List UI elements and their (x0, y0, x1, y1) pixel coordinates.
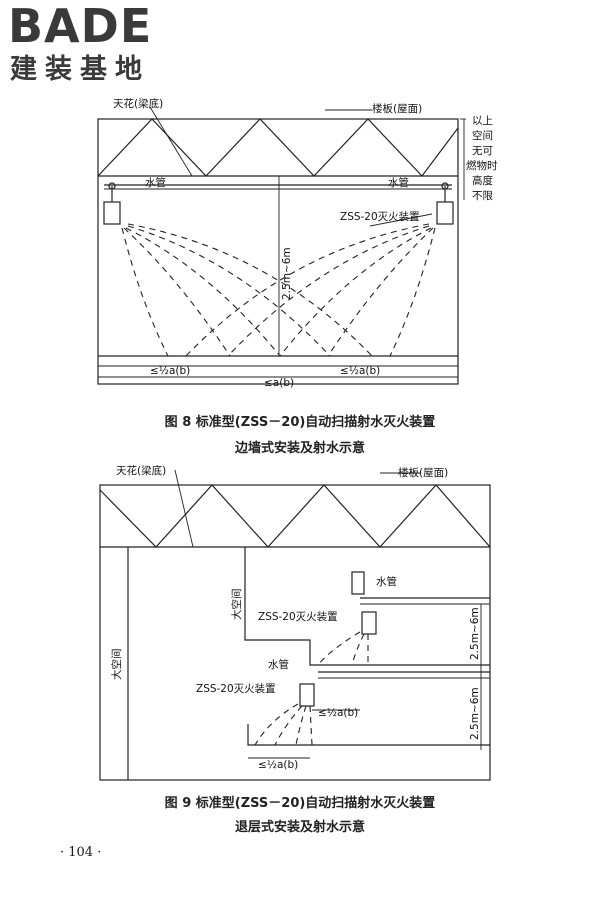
fig9-half-top-label: ≤½a(b) (318, 707, 358, 719)
fig8-spray-right-3 (279, 227, 432, 357)
fig9-slab-label: 楼板(屋面) (398, 466, 448, 479)
fig9-device-mid (299, 683, 315, 707)
fig9-spray-mid-1 (254, 703, 299, 746)
fig8-side-note-line: 空间 (472, 129, 493, 142)
logo-wordmark: BADE (8, 0, 153, 53)
fig9-truss (99, 484, 491, 548)
fig8-side-note-line: 不限 (472, 190, 493, 202)
fig8-height-label: 2.5m~6m (281, 247, 293, 300)
fig8-frame (97, 118, 459, 385)
fig8-spray-right-1 (389, 227, 436, 357)
fig9-ceiling-label: 天花(梁底) (116, 464, 166, 477)
fig9-pipe-top-label: 水管 (376, 575, 397, 588)
figure-8-drawing (97, 106, 466, 385)
fig9-height-top-label: 2.5m~6m (469, 607, 481, 660)
fig9-big-space-mid-label: 大空间 (230, 589, 243, 621)
fig8-side-note-line: 高度 (472, 174, 493, 187)
fig8-joint-right (441, 182, 449, 190)
fig9-spray-top-2 (351, 633, 365, 666)
fig8-spray-left-2 (123, 227, 231, 357)
logo-subtitle: 建装基地 (10, 54, 150, 85)
fig8-device-leader (369, 213, 433, 227)
fig9-step-upper (244, 547, 490, 666)
fig9-device-mid-label: ZSS-20灭火装置 (196, 682, 276, 695)
fig8-half-left-label: ≤½a(b) (150, 365, 190, 377)
fig9-big-space-left-label: 大空间 (110, 649, 123, 681)
fig8-truss (97, 118, 459, 177)
fig9-device-top (361, 611, 377, 635)
fig8-pipe-right-label: 水管 (388, 176, 409, 189)
fig8-half-right-label: ≤½a(b) (340, 365, 380, 377)
fig9-spray-mid-4 (309, 705, 313, 746)
fig9-pipe-mid-label: 水管 (268, 658, 289, 671)
fig8-ceiling-leader (149, 106, 193, 177)
fig8-side-note-line: 无可 (472, 145, 493, 157)
fig8-full-label: ≤a(b) (264, 377, 294, 389)
fig8-spray-left-5 (127, 223, 373, 357)
fig8-spray-right-5 (185, 223, 430, 357)
fig8-device-label: ZSS-20灭火装置 (340, 210, 420, 223)
fig8-spray-right-4 (227, 225, 430, 357)
fig8-side-note: 以上 空间 无可 燃物时 高度 不限 (466, 115, 498, 202)
page-number: · 104 · (60, 845, 102, 860)
fig9-caption-subtitle: 退层式安装及射水示意 (234, 820, 365, 835)
fig8-side-note-line: 以上 (472, 115, 493, 127)
fig8-spray-left-3 (125, 227, 281, 357)
fig9-ceiling-leader (174, 469, 194, 548)
fig9-step-lower (247, 724, 490, 746)
fig8-caption-title: 图 8 标准型(ZSS－20)自动扫描射水灭火装置 (164, 415, 436, 430)
figure-9-drawing (99, 469, 491, 781)
fig9-caption-title: 图 9 标准型(ZSS－20)自动扫描射水灭火装置 (164, 796, 436, 811)
fig9-spray-top-1 (317, 631, 361, 666)
fig8-side-note-line: 燃物时 (466, 159, 498, 172)
fig8-spray-left-1 (121, 227, 169, 357)
fig9-spray-mid-2 (274, 705, 303, 746)
fig8-pipe-left-label: 水管 (145, 176, 166, 189)
fig8-spray-left-4 (127, 225, 331, 357)
fig8-device-left (103, 201, 121, 225)
fig9-spray-mid-3 (295, 705, 307, 746)
fig9-height-bottom-label: 2.5m~6m (469, 687, 481, 740)
fig8-device-right (436, 201, 454, 225)
fig8-ceiling-label: 天花(梁底) (113, 97, 163, 110)
fig8-caption-subtitle: 边墙式安装及射水示意 (234, 441, 365, 456)
fig9-half-bottom-label: ≤½a(b) (258, 759, 298, 771)
fig8-spray-right-2 (327, 227, 434, 357)
fig9-pipe-top-stub (351, 571, 365, 595)
fig9-frame (99, 484, 491, 781)
brand-logo: BADE 建装基地 (8, 2, 178, 90)
fig9-device-top-label: ZSS-20灭火装置 (258, 610, 338, 623)
fig8-slab-label: 楼板(屋面) (372, 102, 422, 115)
fig8-joint-left (108, 182, 116, 190)
